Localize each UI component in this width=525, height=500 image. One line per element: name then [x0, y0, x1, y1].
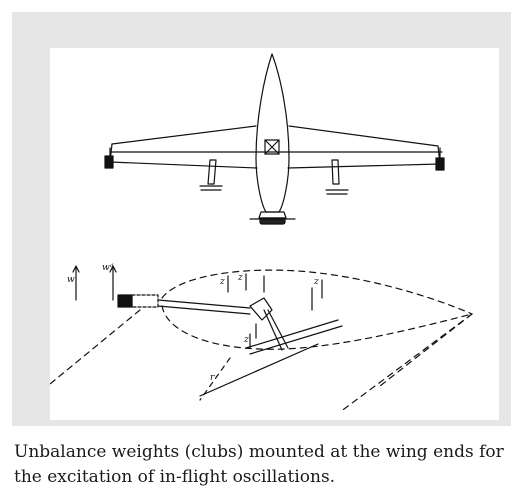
caption-line-1: Unbalance weights (clubs) mounted at the…: [14, 442, 504, 462]
right-club-weight: [435, 157, 445, 171]
caption-line-2: the excitation of in-flight oscillations…: [14, 467, 336, 487]
figure-illustration: w wᵈ z z z z r: [50, 48, 499, 420]
figure-frame: w wᵈ z z z z r: [12, 12, 511, 426]
right-wing: [287, 125, 441, 169]
mark-label-b: z: [237, 273, 243, 283]
diagram-club-weight: [117, 294, 133, 308]
figure-caption: Unbalance weights (clubs) mounted at the…: [14, 440, 514, 490]
left-club-weight: [104, 155, 114, 169]
oscillation-diagram: [50, 265, 473, 413]
mark-label-a: z: [219, 277, 225, 287]
mark-label-d: z: [243, 335, 249, 345]
mark-label-c: z: [313, 277, 319, 287]
axis-label-r: r: [210, 373, 215, 383]
axis-label-w: w: [67, 275, 75, 285]
aircraft-top-view: [104, 53, 445, 225]
left-wing: [109, 125, 258, 169]
axis-label-w-d: wᵈ: [102, 263, 114, 273]
